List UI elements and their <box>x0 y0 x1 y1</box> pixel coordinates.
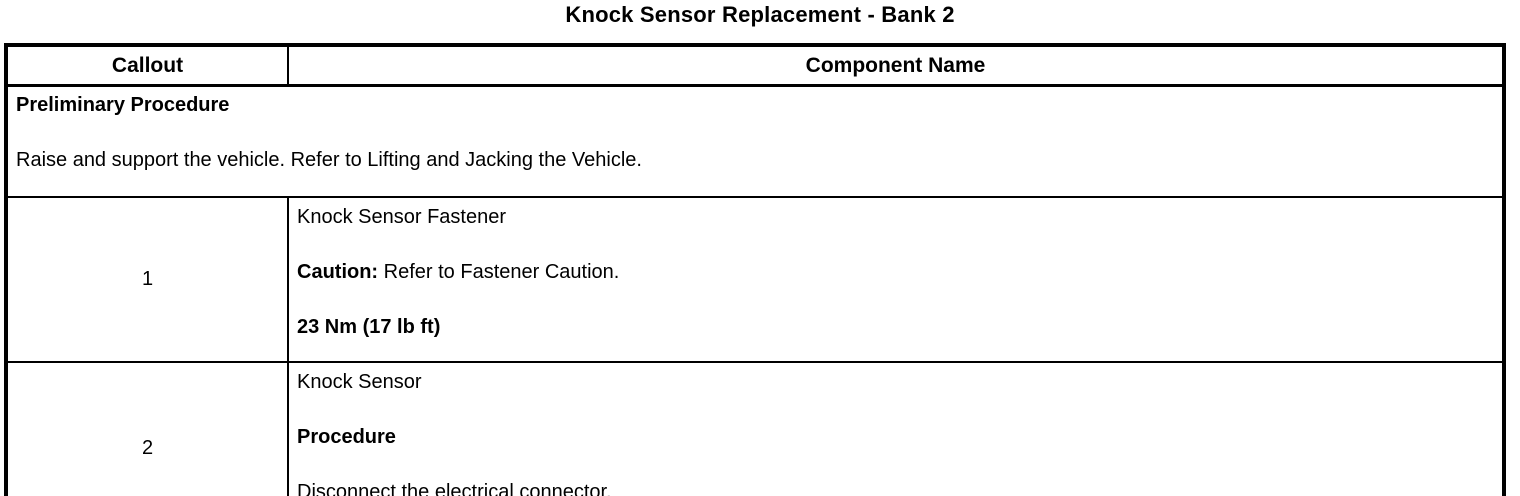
callout-component-table: Callout Component Name Preliminary Proce… <box>4 43 1506 496</box>
preliminary-procedure-row: Preliminary Procedure Raise and support … <box>5 84 1505 198</box>
column-header-callout: Callout <box>5 44 289 87</box>
preliminary-procedure-cell: Preliminary Procedure Raise and support … <box>5 84 1505 198</box>
callout-number-2: 2 <box>5 361 289 496</box>
component-name-2: Knock Sensor <box>297 371 422 393</box>
table-header-row: Callout Component Name <box>5 44 1505 87</box>
preliminary-procedure-text: Raise and support the vehicle. Refer to … <box>16 149 642 171</box>
caution-label: Caution: <box>297 261 379 283</box>
procedure-label: Procedure <box>297 426 396 448</box>
component-name-1: Knock Sensor Fastener <box>297 206 506 228</box>
component-cell-1: Knock Sensor Fastener Caution: Refer to … <box>287 196 1505 363</box>
caution-note: Caution: Refer to Fastener Caution. <box>297 262 1492 283</box>
procedure-text: Disconnect the electrical connector. <box>297 481 612 496</box>
page-title: Knock Sensor Replacement - Bank 2 <box>565 2 955 27</box>
callout-number-1: 1 <box>5 196 289 363</box>
component-cell-2: Knock Sensor Procedure Disconnect the el… <box>287 361 1505 496</box>
table-row-callout-2: 2 Knock Sensor Procedure Disconnect the … <box>5 361 1505 496</box>
torque-spec: 23 Nm (17 lb ft) <box>297 316 441 338</box>
caution-text: Refer to Fastener Caution. <box>378 261 620 283</box>
column-header-component-name: Component Name <box>287 44 1505 87</box>
table-row-callout-1: 1 Knock Sensor Fastener Caution: Refer t… <box>5 196 1505 363</box>
preliminary-procedure-heading: Preliminary Procedure <box>16 94 230 116</box>
